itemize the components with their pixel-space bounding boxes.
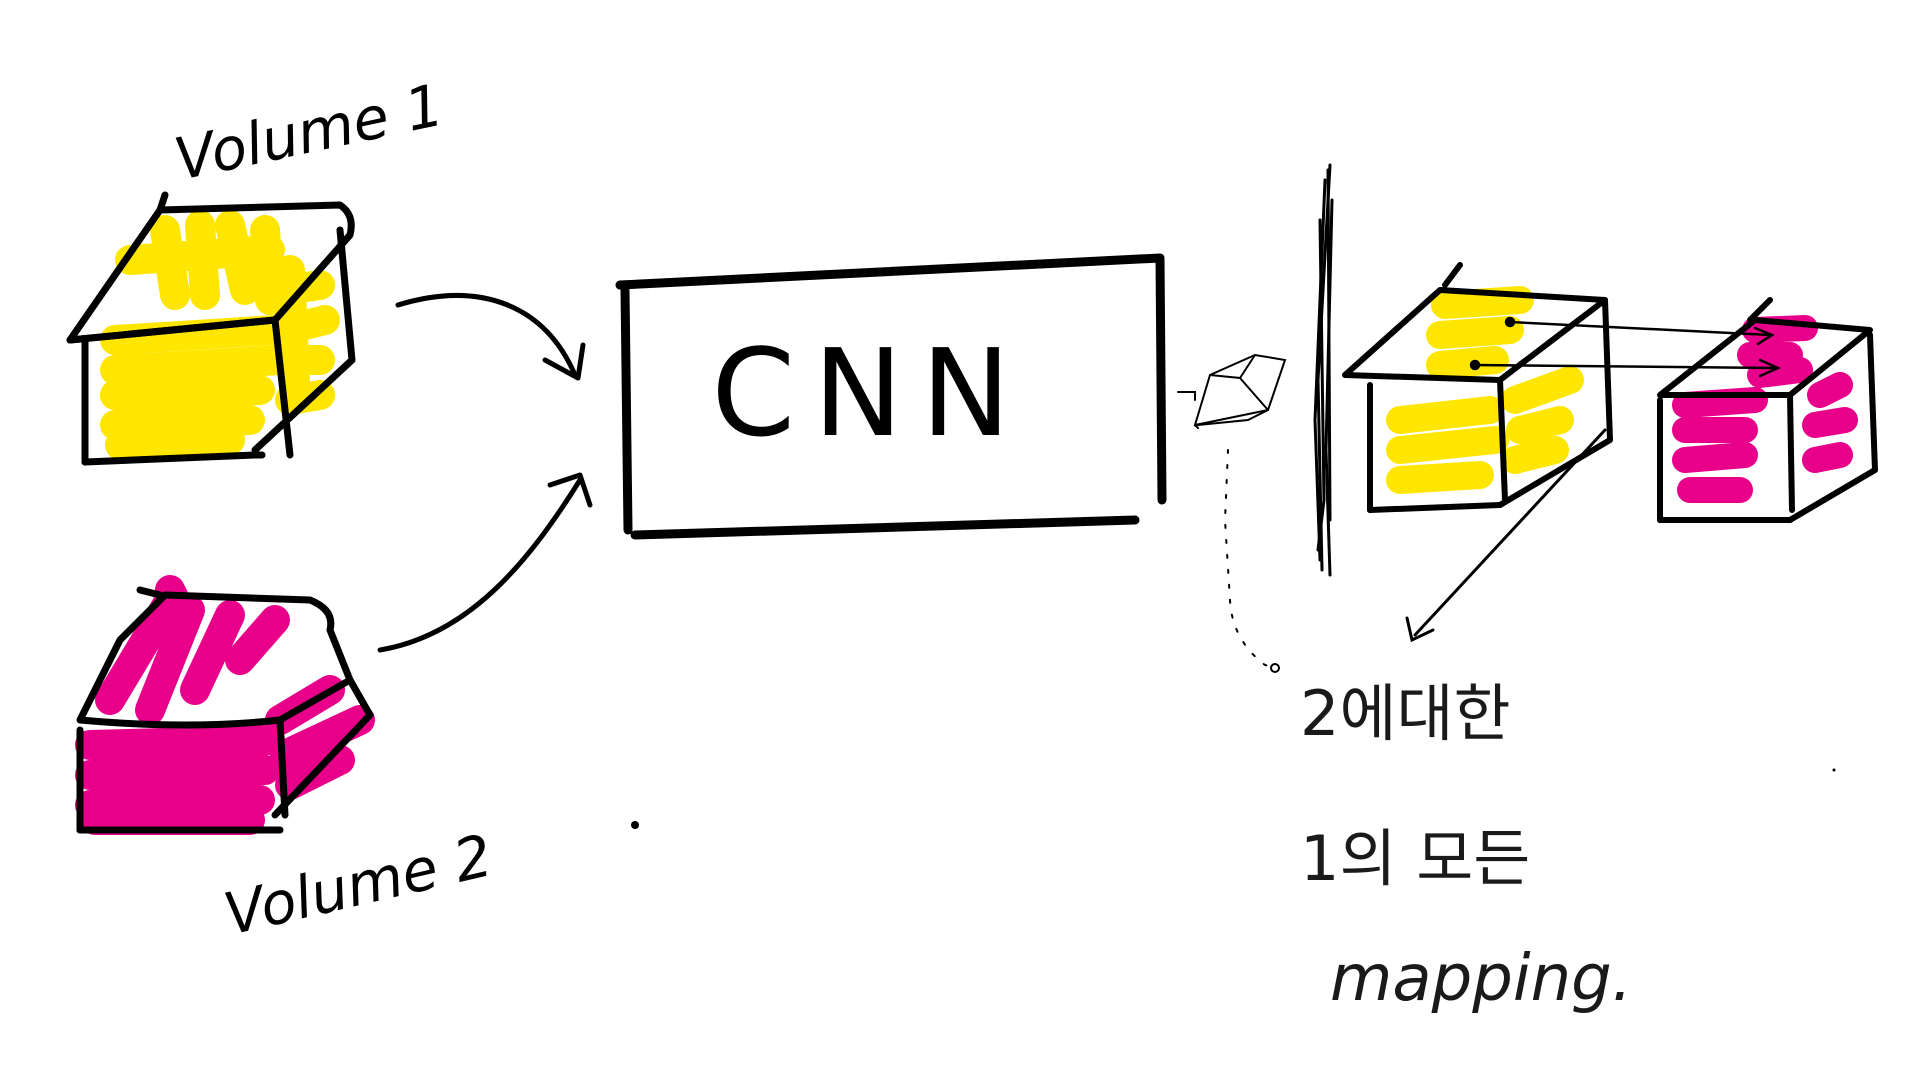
note-line-1: 2에대한 (1300, 677, 1511, 750)
stray-dot-1 (631, 821, 639, 829)
volume1-box (66, 191, 356, 466)
note-line-2: 1의 모든 (1300, 822, 1530, 895)
note-line-3: mapping. (1330, 942, 1632, 1016)
arrow-volume2-head (547, 472, 593, 508)
mapping-note: 2에대한 1의 모든 mapping. (1300, 677, 1632, 1016)
mapping-arrow-1-head (1753, 326, 1775, 346)
mapping-arrows (1405, 316, 1782, 643)
volume2-label: Volume 2 (218, 821, 498, 948)
mapping-arrow-2 (1473, 363, 1777, 370)
mapping-arrow-2-head (1758, 358, 1782, 378)
dashed-leader-end (1270, 663, 1280, 673)
yellow-cube (1342, 262, 1613, 513)
arrow-volume1-to-cnn (395, 293, 578, 378)
mapping-arrow-3 (1413, 428, 1607, 637)
feature-cube (1177, 353, 1287, 429)
volume2-fill (75, 575, 375, 835)
mapping-arrow-3-head (1405, 616, 1435, 643)
volume2-box (75, 575, 375, 835)
arrow-volume1-head (542, 342, 586, 381)
cnn-box (615, 253, 1167, 540)
mapping-arrow-1 (1508, 320, 1772, 337)
divider-line (1313, 163, 1334, 577)
arrow-volume2-to-cnn (377, 477, 583, 653)
volume1-label: Volume 1 (169, 71, 449, 194)
stray-dot-2 (1832, 768, 1836, 772)
dashed-leader (1223, 449, 1279, 669)
cnn-label: CNN (711, 325, 1028, 464)
